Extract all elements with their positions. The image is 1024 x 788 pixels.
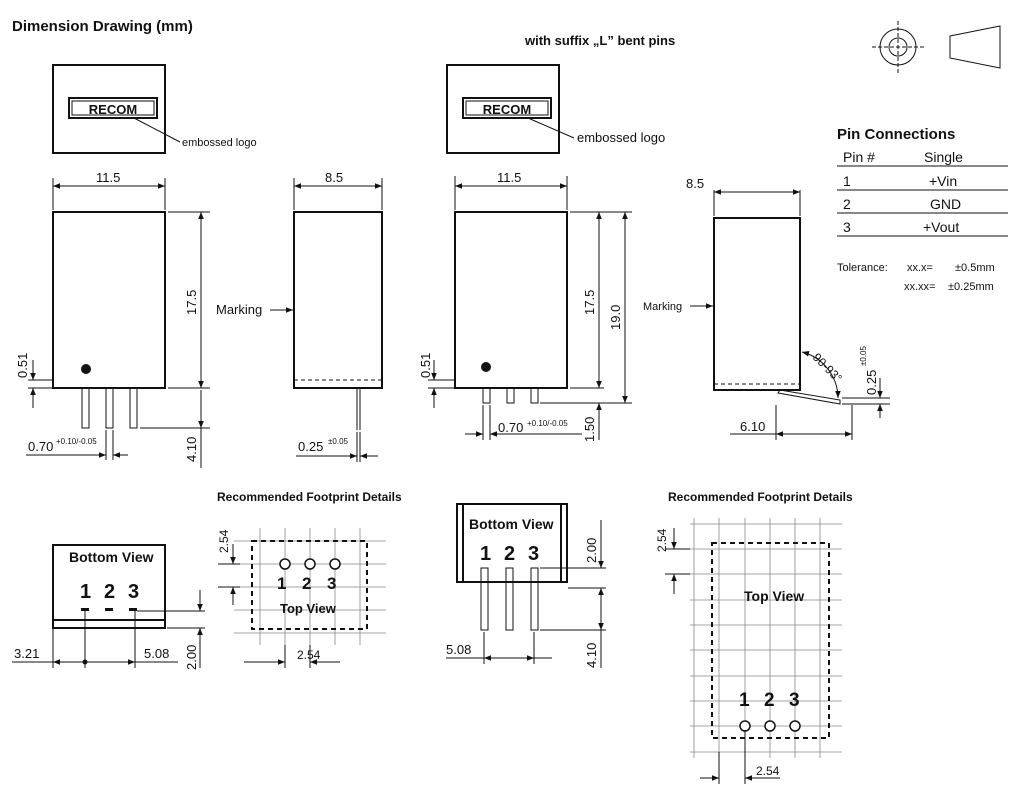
tolerance-r1-key: xx.x= [907, 262, 933, 274]
dim-5-08: 5.08 [144, 646, 169, 661]
pin-3-label: 3 [128, 581, 139, 603]
footprint-title: Recommended Footprint Details [217, 490, 402, 504]
bottom-view-label: Bottom View [69, 549, 154, 565]
dim-0-25-tol: ±0.05 [328, 437, 349, 446]
footprint-title-bent: Recommended Footprint Details [668, 490, 853, 504]
side-view-straight: 8.5 Marking 0.25 ±0.05 [216, 170, 383, 462]
dim-6-10: 6.10 [740, 419, 765, 434]
tolerance-r1-val: ±0.5mm [955, 262, 995, 274]
fp-dim-2-54-v: 2.54 [217, 529, 231, 553]
fp-pin-2-bent: 2 [764, 690, 775, 711]
top-view-label: Top View [280, 601, 337, 616]
fp-dim-2-54-h: 2.54 [297, 648, 321, 662]
marking-label: Marking [216, 302, 262, 317]
dim-4-10-bent: 4.10 [584, 643, 599, 668]
dim-0-25: 0.25 [298, 439, 323, 454]
dim-0-25-bent: 0.25 [864, 370, 879, 395]
pin-2-label-bent: 2 [504, 543, 515, 565]
front-view-bent: RECOM embossed logo 11.5 17.5 19.0 1.50 … [418, 64, 665, 442]
pin-2-label: 2 [104, 581, 115, 603]
dim-width-8-5-bent: 8.5 [686, 176, 704, 191]
fp-dim-2-54-h-bent: 2.54 [756, 764, 780, 778]
page-title: Dimension Drawing (mm) [12, 18, 193, 35]
pin-row-3-func: +Vout [923, 219, 959, 235]
tolerance-r2-val: ±0.25mm [948, 281, 994, 293]
dim-width-11-5: 11.5 [96, 170, 120, 185]
pin-table-col-pin: Pin # [843, 149, 875, 165]
recom-logo: RECOM [68, 97, 158, 119]
pin-row-1-func: +Vin [929, 173, 957, 189]
recom-logo-bent: RECOM [462, 97, 552, 119]
fp-pin-3-bent: 3 [789, 690, 800, 711]
bent-pins-title: with suffix „L” bent pins [524, 33, 675, 48]
bottom-view-label-bent: Bottom View [469, 516, 554, 532]
fp-dim-2-54-v-bent: 2.54 [655, 528, 669, 552]
dim-height-17-5-bent: 17.5 [582, 290, 597, 315]
dim-2-00-bent: 2.00 [584, 538, 599, 563]
bottom-view-bent: Bottom View 1 2 3 2.00 4.10 5.08 [446, 503, 606, 668]
side-view-bent: 8.5 Marking 90-93° 0.25 ±0.05 6.10 [643, 176, 890, 440]
pin-connections-table: Pin Connections Pin # Single 1 +Vin 2 GN… [837, 126, 1008, 293]
dim-2-00: 2.00 [184, 645, 199, 670]
pin-row-2-func: GND [930, 196, 961, 212]
dim-5-08-bent: 5.08 [446, 642, 471, 657]
dim-0-51: 0.51 [15, 353, 30, 378]
fp-pin-1: 1 [277, 574, 286, 593]
dim-0-70-tol-bent: +0.10/-0.05 [527, 419, 568, 428]
footprint-bent: Recommended Footprint Details Top View 1… [655, 490, 853, 784]
embossed-logo-label: embossed logo [182, 137, 257, 149]
embossed-logo-label-bent: embossed logo [577, 130, 665, 145]
fp-pin-1-bent: 1 [739, 690, 750, 711]
footprint-straight: Recommended Footprint Details 1 2 3 Top … [217, 490, 402, 668]
pin-1-label: 1 [80, 581, 91, 603]
logo-text: RECOM [89, 102, 137, 117]
tolerance-label: Tolerance: [837, 262, 888, 274]
dim-width-11-5-bent: 11.5 [497, 170, 521, 185]
fp-pin-2: 2 [302, 574, 311, 593]
pin-1-label-bent: 1 [480, 543, 491, 565]
pin-row-1-pin: 1 [843, 173, 851, 189]
dim-angle: 90-93° [810, 350, 845, 385]
dim-0-70-tol: +0.10/-0.05 [56, 437, 97, 446]
bottom-view-straight: Bottom View 1 2 3 3.21 5.08 2.00 [12, 544, 205, 670]
pin-row-3-pin: 3 [843, 219, 851, 235]
dim-0-70-bent: 0.70 [498, 420, 523, 435]
pin-table-col-single: Single [924, 149, 963, 165]
dim-0-51-bent: 0.51 [418, 353, 433, 378]
dim-4-10: 4.10 [184, 437, 199, 462]
dim-0-25-tol-bent: ±0.05 [859, 345, 868, 366]
top-view-label-bent: Top View [744, 588, 804, 604]
dim-height-17-5: 17.5 [184, 290, 199, 315]
dim-1-50: 1.50 [582, 417, 597, 442]
fp-pin-3: 3 [327, 574, 336, 593]
tolerance-r2-key: xx.xx= [904, 281, 935, 293]
pin-row-2-pin: 2 [843, 196, 851, 212]
dim-0-70: 0.70 [28, 439, 53, 454]
projection-symbol-icon [872, 21, 1001, 73]
dim-width-8-5: 8.5 [325, 170, 343, 185]
pin-table-title: Pin Connections [837, 126, 955, 143]
front-view-straight: RECOM embossed logo 11.5 17.5 0.51 0.70 [15, 64, 257, 468]
logo-text-bent: RECOM [483, 102, 531, 117]
marking-label-bent: Marking [643, 301, 682, 313]
dim-height-19-0: 19.0 [608, 305, 623, 330]
pin-3-label-bent: 3 [528, 543, 539, 565]
dim-3-21: 3.21 [14, 646, 39, 661]
